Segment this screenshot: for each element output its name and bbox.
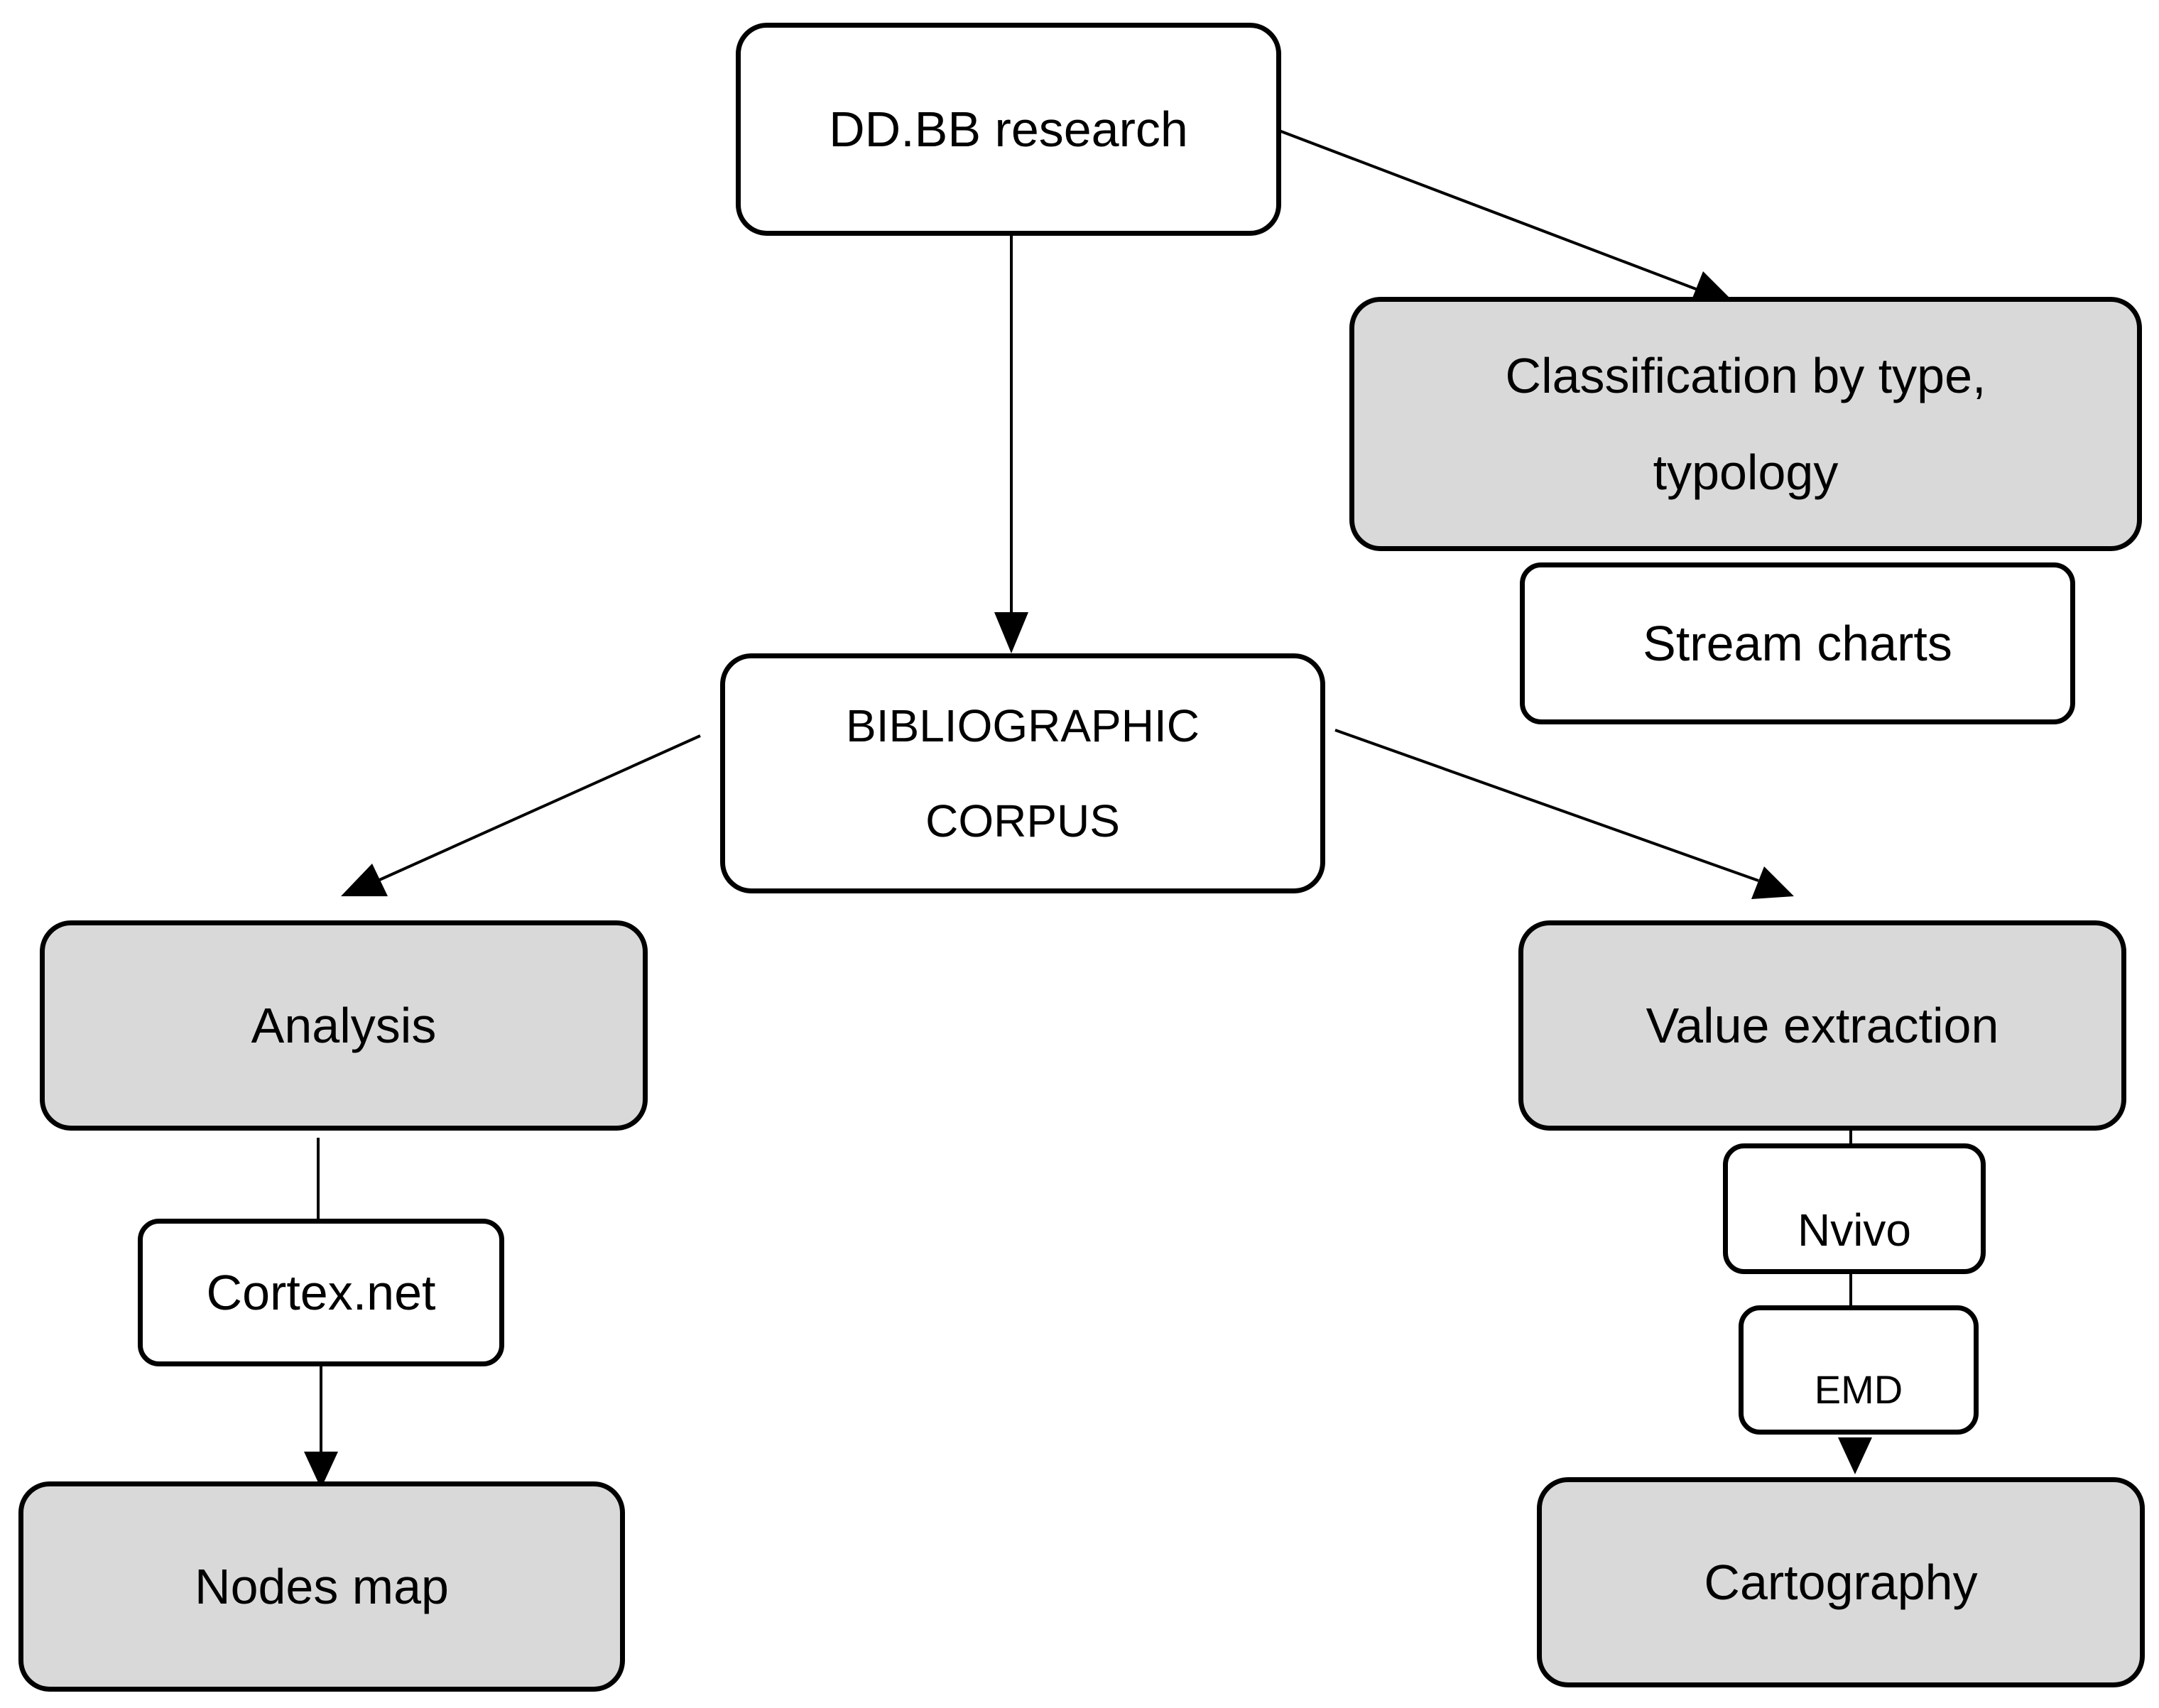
- node-cartography-label: Cartography: [1704, 1555, 1978, 1610]
- node-bibliographic-corpus: BIBLIOGRAPHIC CORPUS: [720, 653, 1325, 893]
- node-analysis: Analysis: [40, 920, 648, 1131]
- node-nvivo: Nvivo: [1723, 1143, 1986, 1274]
- arrowhead-value-extraction: [1751, 866, 1794, 899]
- node-dd-bb-research-label: DD.BB research: [829, 102, 1188, 157]
- arrow-corpus-to-value-extraction: [1334, 729, 1759, 882]
- node-stream-charts: Stream charts: [1520, 562, 2075, 724]
- arrowhead-nodes-map: [304, 1452, 338, 1489]
- arrowhead-cartography: [1838, 1437, 1872, 1474]
- node-emd: EMD: [1739, 1305, 1979, 1435]
- node-dd-bb-research: DD.BB research: [736, 23, 1281, 236]
- node-classification: Classification by type, typology: [1349, 297, 2142, 551]
- arrowhead-analysis: [341, 864, 388, 896]
- node-classification-label: Classification by type, typology: [1505, 348, 1986, 500]
- node-cortex-net: Cortex.net: [138, 1219, 504, 1366]
- node-nvivo-label: Nvivo: [1797, 1204, 1912, 1256]
- node-emd-label: EMD: [1814, 1367, 1903, 1412]
- node-nodes-map-label: Nodes map: [195, 1559, 449, 1614]
- node-analysis-label: Analysis: [251, 998, 437, 1053]
- node-stream-charts-label: Stream charts: [1643, 616, 1952, 671]
- node-nodes-map: Nodes map: [18, 1481, 625, 1692]
- arrowhead-corpus: [994, 612, 1028, 653]
- node-cortex-net-label: Cortex.net: [206, 1265, 436, 1320]
- node-bibliographic-corpus-label: BIBLIOGRAPHIC CORPUS: [846, 700, 1200, 847]
- node-cartography: Cartography: [1537, 1477, 2145, 1687]
- node-value-extraction: Value extraction: [1518, 920, 2126, 1131]
- arrow-root-to-classification: [1275, 128, 1702, 293]
- arrow-corpus-to-analysis: [377, 734, 701, 882]
- node-value-extraction-label: Value extraction: [1646, 998, 1999, 1053]
